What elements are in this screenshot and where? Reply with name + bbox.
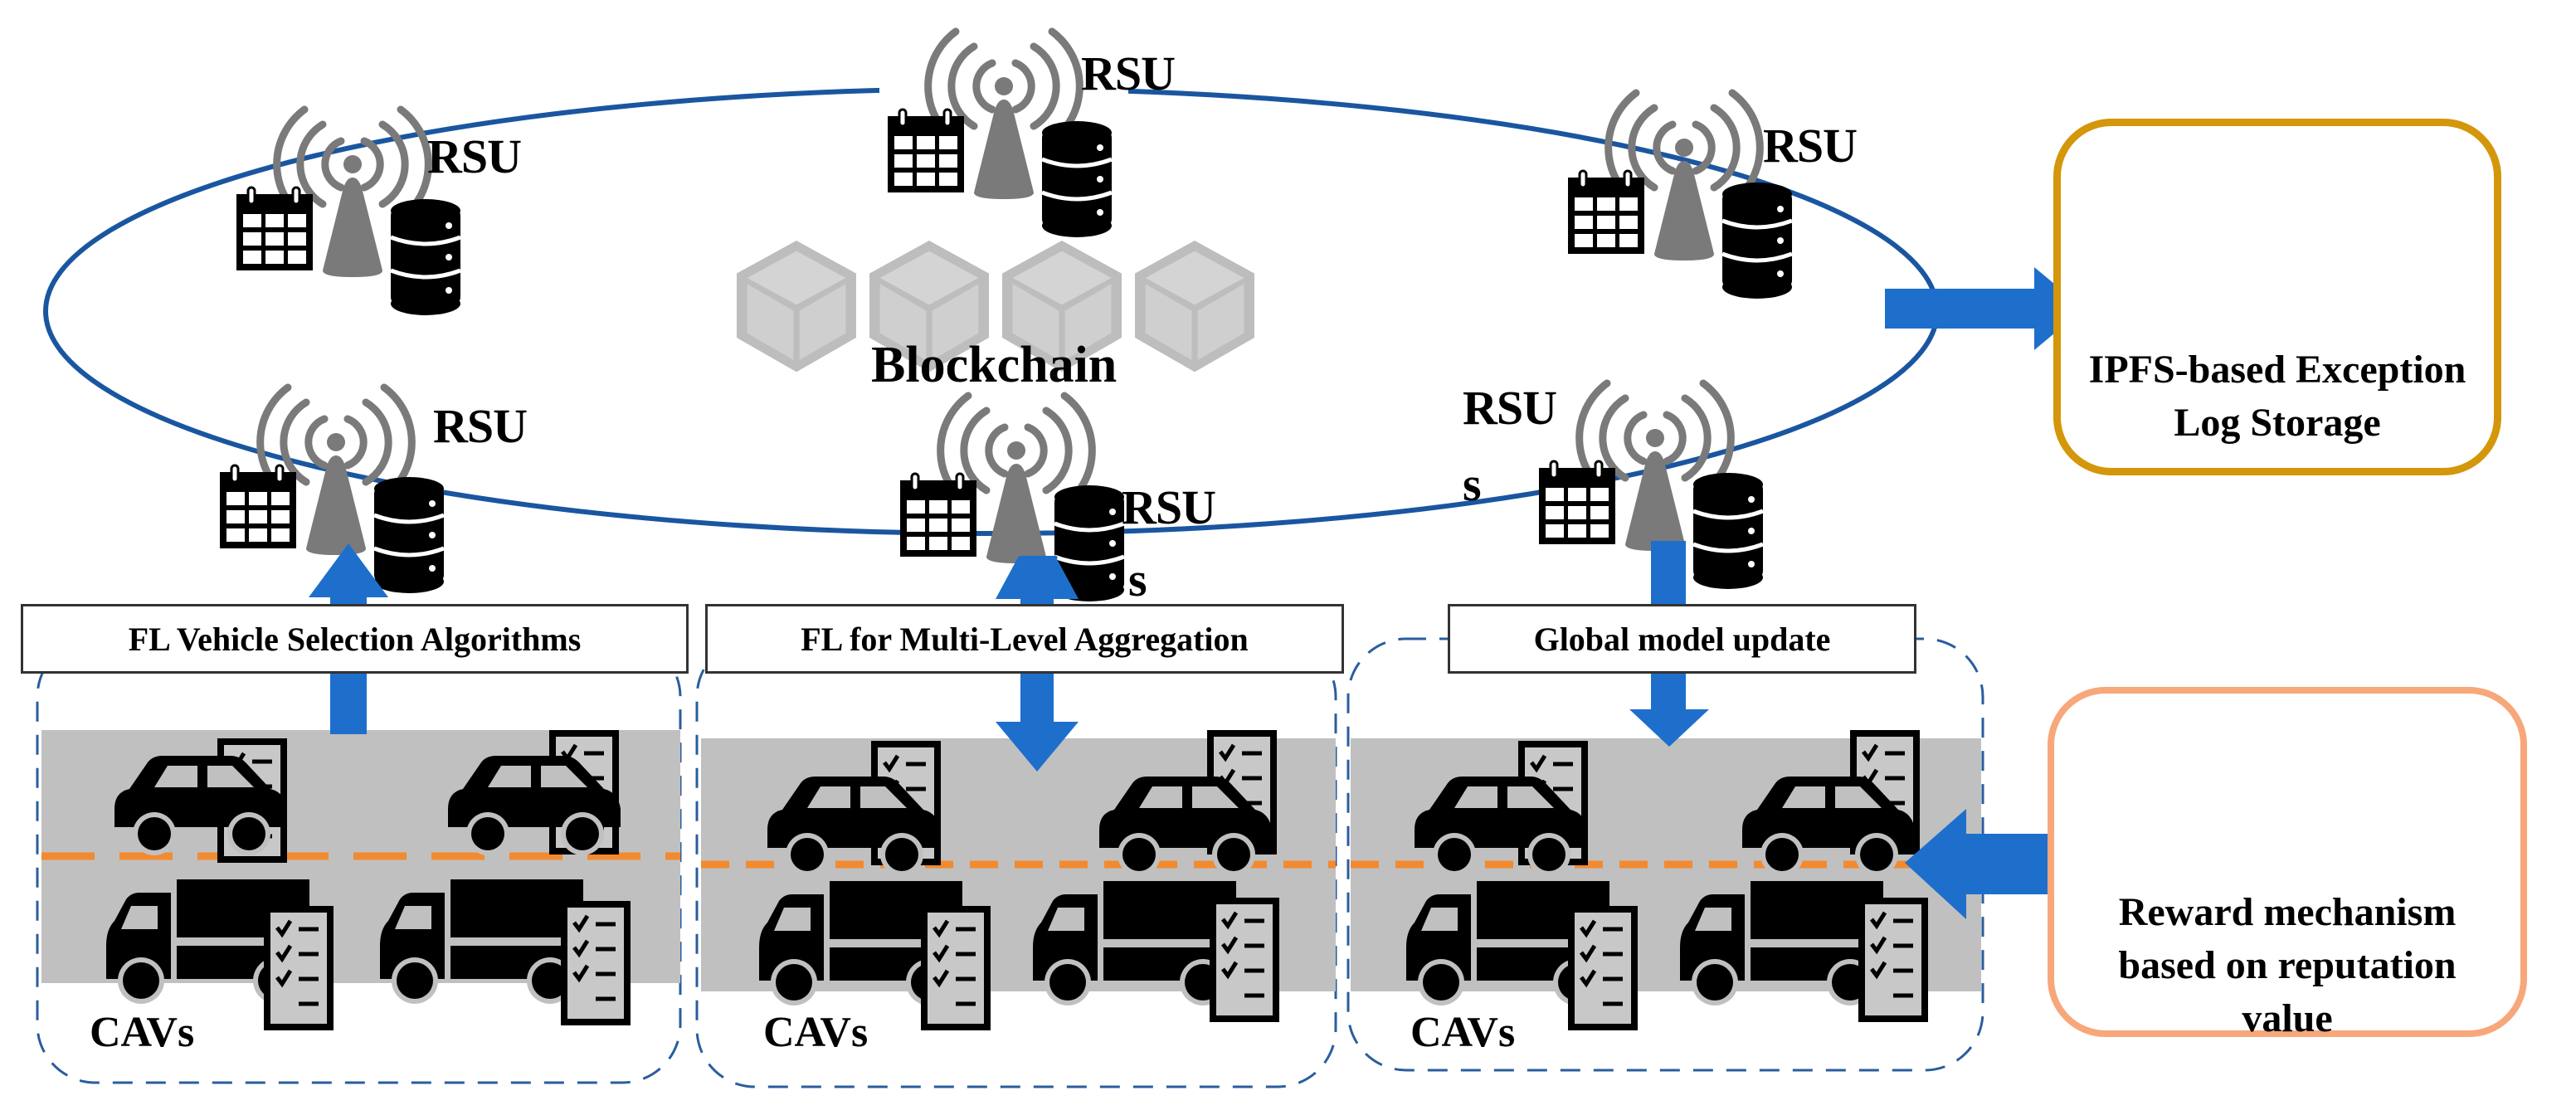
checklist-icon [264, 906, 334, 1030]
stage-label-global-model-update: Global model update [1448, 604, 1916, 674]
blockchain-label: Blockchain [871, 337, 1118, 393]
checklist-icon [1210, 898, 1279, 1022]
ipfs-label-line2: Log Storage [2174, 401, 2381, 445]
reward-mechanism-box: Reward mechanism based on reputation val… [2048, 687, 2527, 1040]
checklist-icon [1568, 906, 1638, 1030]
checklist-icon [921, 906, 991, 1030]
checklist-icon [561, 901, 631, 1025]
cavs-label-1: CAVs [90, 1009, 195, 1056]
stage-label-multi-level-aggregation: FL for Multi-Level Aggregation [705, 604, 1344, 674]
stage-label-text: FL Vehicle Selection Algorithms [128, 620, 582, 658]
rsu-bottom-center-label: RSU [1122, 480, 1216, 534]
rsu-bottom-center-suffix: s [1128, 553, 1147, 606]
rsu-top-left-label: RSU [427, 129, 522, 183]
cavs-label-3: CAVs [1410, 1009, 1516, 1056]
rsu-top-right-label: RSU [1763, 119, 1858, 173]
rsu-bottom-left-icon [220, 387, 444, 593]
checklist-icon [1858, 898, 1928, 1022]
reward-label-line3: value [2242, 996, 2333, 1040]
stage-label-text: Global model update [1533, 620, 1831, 658]
rsu-bottom-left-label: RSU [433, 399, 528, 453]
rsu-bottom-right-label: RSU [1463, 381, 1557, 435]
cavs-label-2: CAVs [763, 1009, 869, 1056]
rsu-bottom-right-suffix: s [1463, 457, 1482, 511]
stage-label-vehicle-selection: FL Vehicle Selection Algorithms [21, 604, 689, 674]
arrow-right-to-ipfs [1885, 267, 2084, 350]
stage-label-text: FL for Multi-Level Aggregation [801, 620, 1249, 658]
ipfs-storage-box: IPFS-based Exception Log Storage [2053, 119, 2501, 475]
reward-label-line2: based on reputation [2118, 943, 2457, 987]
ipfs-label-line1: IPFS-based Exception [2088, 348, 2466, 392]
rsu-top-center-label: RSU [1081, 46, 1176, 100]
rsu-top-right-icon [1568, 93, 1792, 299]
reward-label-line1: Reward mechanism [2118, 890, 2457, 934]
